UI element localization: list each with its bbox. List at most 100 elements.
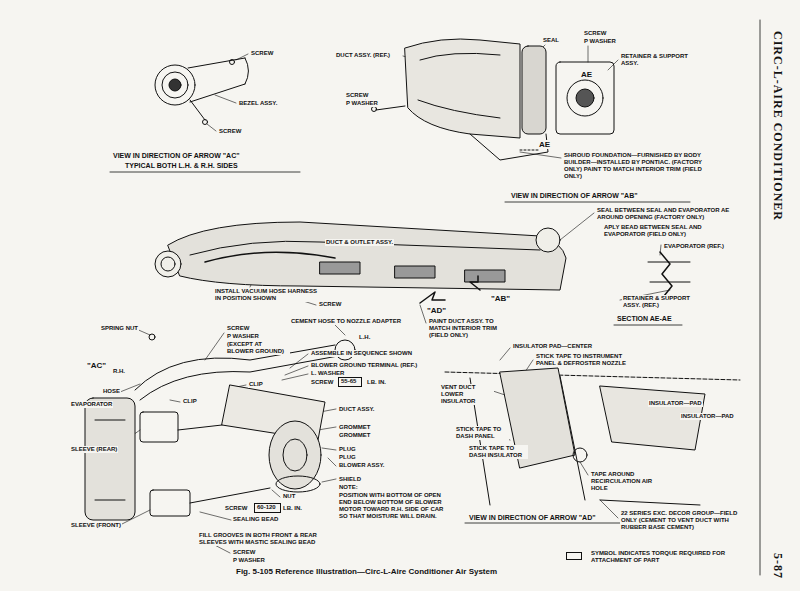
evaporator-blower-part bbox=[85, 398, 135, 520]
part-label: R.H. bbox=[112, 368, 126, 375]
part-label: DUCT ASSY. bbox=[338, 406, 375, 413]
part-label: DUCT & OUTLET ASSY. bbox=[325, 239, 394, 246]
legend-symbol bbox=[566, 552, 582, 560]
part-label: HOSE bbox=[102, 388, 121, 395]
leader-line-part bbox=[560, 213, 594, 240]
part-label: SLEEVE (FRONT) bbox=[70, 522, 122, 529]
title-underline bbox=[110, 20, 760, 575]
part-label: (EXCEPT AT BLOWER GROUND) bbox=[226, 341, 290, 355]
leader-line bbox=[100, 45, 690, 553]
part-label: SCREW bbox=[250, 50, 274, 57]
duct-outlet-assembly-part bbox=[470, 276, 480, 290]
part-label: NOTE: bbox=[338, 484, 359, 491]
leader-line-part bbox=[600, 500, 618, 518]
part-label: AE bbox=[538, 140, 551, 149]
part-label: GROMMET bbox=[338, 424, 371, 431]
duct-view-ab bbox=[372, 39, 615, 160]
leader-line-part bbox=[328, 458, 336, 466]
part-label: STICK TAPE TO INSTRUMENT PANEL & DEFROST… bbox=[535, 353, 642, 367]
part-label: SEAL bbox=[542, 37, 560, 44]
part-label: PLUG bbox=[338, 454, 357, 461]
evaporator-blower-part bbox=[178, 425, 270, 503]
part-label: RETAINER & SUPPORT ASSY. bbox=[620, 53, 697, 67]
part-label: SPRING NUT bbox=[100, 325, 139, 332]
part-label: SCREW bbox=[310, 379, 334, 386]
part-label: L.H. bbox=[358, 334, 371, 341]
part-label: CEMENT HOSE TO NOZZLE ADAPTER bbox=[290, 318, 402, 325]
part-label: RETAINER & SUPPORT ASSY. (REF.) bbox=[622, 295, 702, 309]
part-label: SLEEVE (REAR) bbox=[70, 446, 118, 453]
duct-outlet-assembly-part bbox=[161, 257, 175, 271]
part-label: INSTALL VACUUM HOSE HARNESS IN POSITION … bbox=[214, 288, 321, 302]
evaporator-blower-part bbox=[150, 490, 190, 516]
part-label: SEALING BEAD bbox=[232, 516, 279, 523]
section-ae-part bbox=[648, 262, 690, 282]
leader-line-part bbox=[335, 325, 345, 335]
part-label: SCREW bbox=[224, 505, 248, 512]
duct-outlet-assembly-part bbox=[536, 228, 560, 252]
section-ae-part bbox=[660, 252, 672, 296]
evaporator-blower-part bbox=[95, 420, 125, 500]
duct-view-ab-part bbox=[522, 46, 546, 134]
part-label: BLOWER GROUND TERMINAL (REF.) bbox=[310, 362, 418, 369]
duct-view-ab-part bbox=[470, 134, 548, 160]
part-label: "AB" bbox=[490, 294, 511, 303]
part-label: P WASHER bbox=[345, 100, 379, 107]
part-label: SCREW bbox=[218, 128, 242, 135]
leader-line-part bbox=[500, 348, 510, 360]
title-underline-part bbox=[614, 325, 682, 326]
duct-view-ab-part bbox=[556, 62, 614, 134]
part-label: 22 SERIES EXC. DECOR GROUP—FIELD ONLY (C… bbox=[620, 510, 740, 531]
part-label: "AC" bbox=[86, 361, 107, 370]
side-heading: CIRC-L-AIRE CONDITIONER bbox=[770, 30, 784, 222]
title-underline-part bbox=[505, 202, 690, 203]
view-title: VIEW IN DIRECTION OF ARROW "AC" bbox=[112, 152, 241, 160]
torque-box: 60-120 bbox=[254, 503, 281, 513]
view-title: VIEW IN DIRECTION OF ARROW "AD" bbox=[468, 514, 597, 522]
dash-view-ad-part bbox=[573, 448, 587, 462]
bezel-view-part bbox=[230, 60, 235, 65]
part-label: SCREW bbox=[226, 325, 250, 332]
part-label: BEZEL ASSY. bbox=[238, 100, 278, 107]
bezel-view-part bbox=[155, 65, 195, 105]
duct-outlet-assembly-part bbox=[168, 222, 566, 290]
part-label: SCREW bbox=[583, 30, 607, 37]
part-label: PLUG bbox=[338, 446, 357, 453]
part-label: VENT DUCT LOWER INSULATOR bbox=[440, 384, 494, 405]
bezel-view-part bbox=[162, 72, 188, 98]
torque-value: 60-120 bbox=[255, 504, 280, 511]
duct-view-ab-part bbox=[372, 107, 377, 112]
figure-caption: Fig. 5-105 Reference Illustration—Circ-L… bbox=[235, 567, 498, 576]
part-label: GROMMET bbox=[338, 432, 371, 439]
part-label: SHROUD FOUNDATION—FURNISHED BY BODY BUIL… bbox=[563, 152, 720, 180]
leader-line-part bbox=[236, 54, 248, 60]
leader-line-part bbox=[205, 333, 224, 360]
duct-outlet-assembly-part bbox=[205, 252, 335, 262]
view-title: SECTION AE-AE bbox=[616, 315, 673, 323]
duct-outlet-assembly-part bbox=[465, 270, 505, 282]
title-underline-part bbox=[110, 172, 300, 173]
leader-line-part bbox=[285, 366, 308, 375]
part-label: POSITION WITH BOTTOM OF OPEN END BELOW B… bbox=[338, 492, 452, 520]
part-label: SCREW bbox=[318, 301, 342, 308]
part-label: SCREW bbox=[232, 549, 256, 556]
part-label: P WASHER bbox=[226, 333, 260, 340]
part-label: DUCT ASSY. (REF.) bbox=[335, 52, 391, 59]
part-label: CLIP bbox=[182, 398, 198, 405]
side-heading: 5-87 bbox=[770, 552, 784, 580]
part-label: L. WASHER bbox=[310, 370, 345, 377]
part-label: P WASHER bbox=[232, 557, 266, 564]
bezel-view-part bbox=[188, 58, 249, 102]
part-label: EVAPORATOR bbox=[70, 401, 113, 408]
part-label: INSULATOR PAD—CENTER bbox=[512, 343, 593, 350]
duct-outlet-assembly bbox=[155, 222, 566, 303]
part-label: LB. IN. bbox=[282, 505, 303, 512]
title-underline-part bbox=[760, 20, 761, 575]
title-underline-part bbox=[465, 523, 640, 524]
part-label: LB. IN. bbox=[366, 379, 387, 386]
duct-view-ab-part bbox=[576, 89, 594, 107]
bezel-view-part bbox=[169, 79, 181, 91]
leader-line-part bbox=[322, 448, 336, 450]
part-label: STICK TAPE TO DASH INSULATOR bbox=[468, 445, 528, 459]
part-label: TAPE AROUND RECIRCULATION AIR HOLE bbox=[590, 471, 670, 492]
